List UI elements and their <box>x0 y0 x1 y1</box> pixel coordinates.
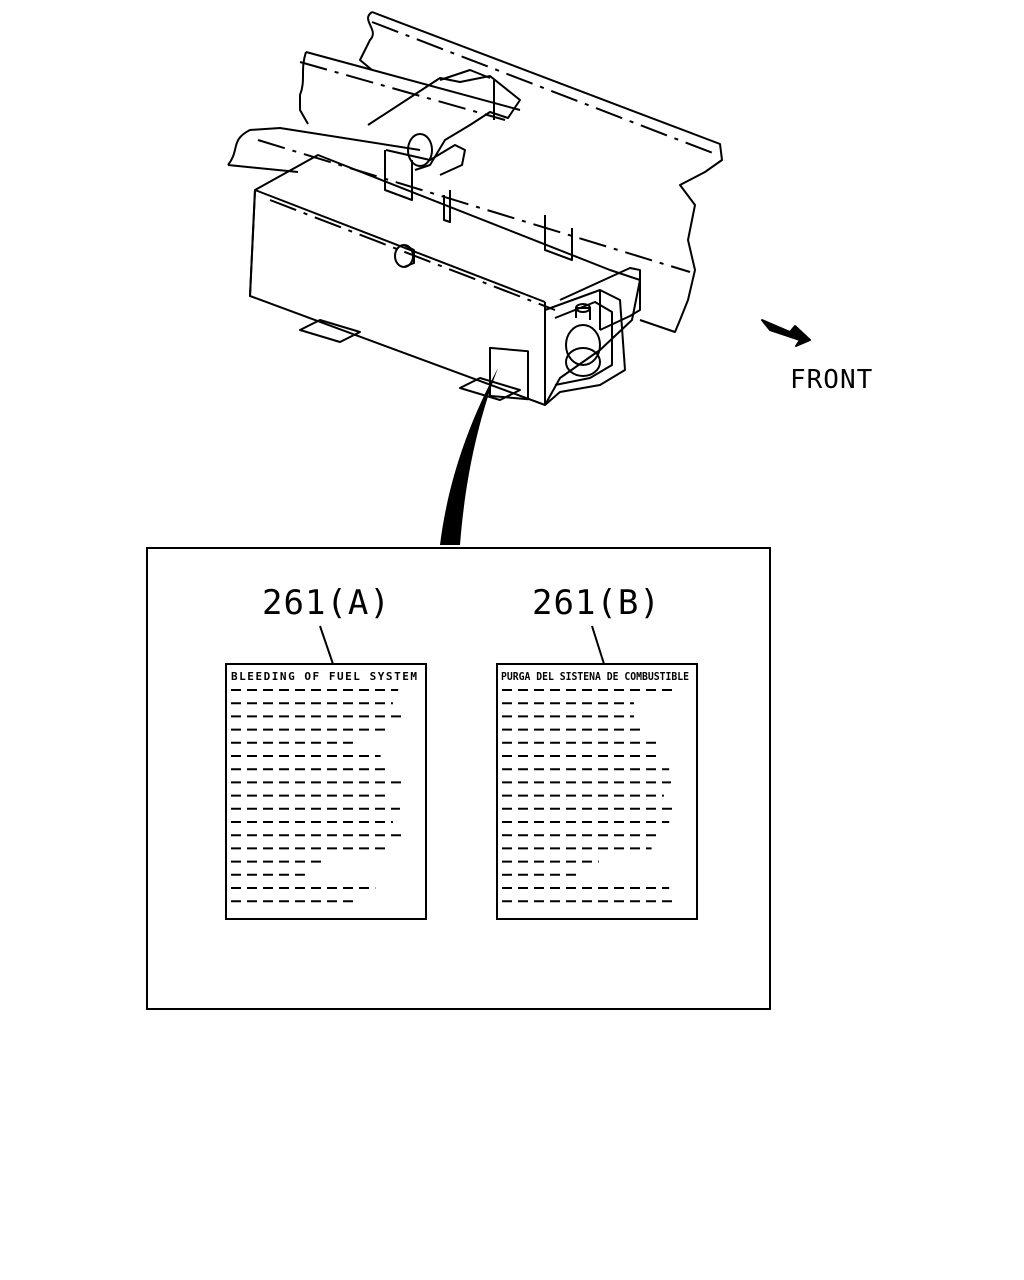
part-leader-b <box>591 625 605 665</box>
decal-b: PURGA DEL SISTENA DE COMBUSTIBLE <box>496 663 698 920</box>
decal-a-title: BLEEDING OF FUEL SYSTEM <box>231 670 417 683</box>
fuel-tank-illustration <box>227 11 723 406</box>
front-direction-label: FRONT <box>790 365 873 395</box>
decal-a-text-rows <box>231 689 402 903</box>
part-number-label-b: 261(B) <box>532 583 661 623</box>
front-arrow-icon <box>761 319 811 347</box>
decal-b-frame <box>496 663 698 920</box>
decal-a-frame <box>225 663 427 920</box>
part-leader-a <box>319 625 334 665</box>
tank-label-plate <box>489 346 529 401</box>
callout-leader <box>440 368 498 545</box>
decal-a: BLEEDING OF FUEL SYSTEM <box>225 663 427 920</box>
decal-b-title: PURGA DEL SISTENA DE COMBUSTIBLE <box>501 670 689 683</box>
part-number-label-a: 261(A) <box>262 583 391 623</box>
decal-b-text-rows <box>502 689 673 903</box>
